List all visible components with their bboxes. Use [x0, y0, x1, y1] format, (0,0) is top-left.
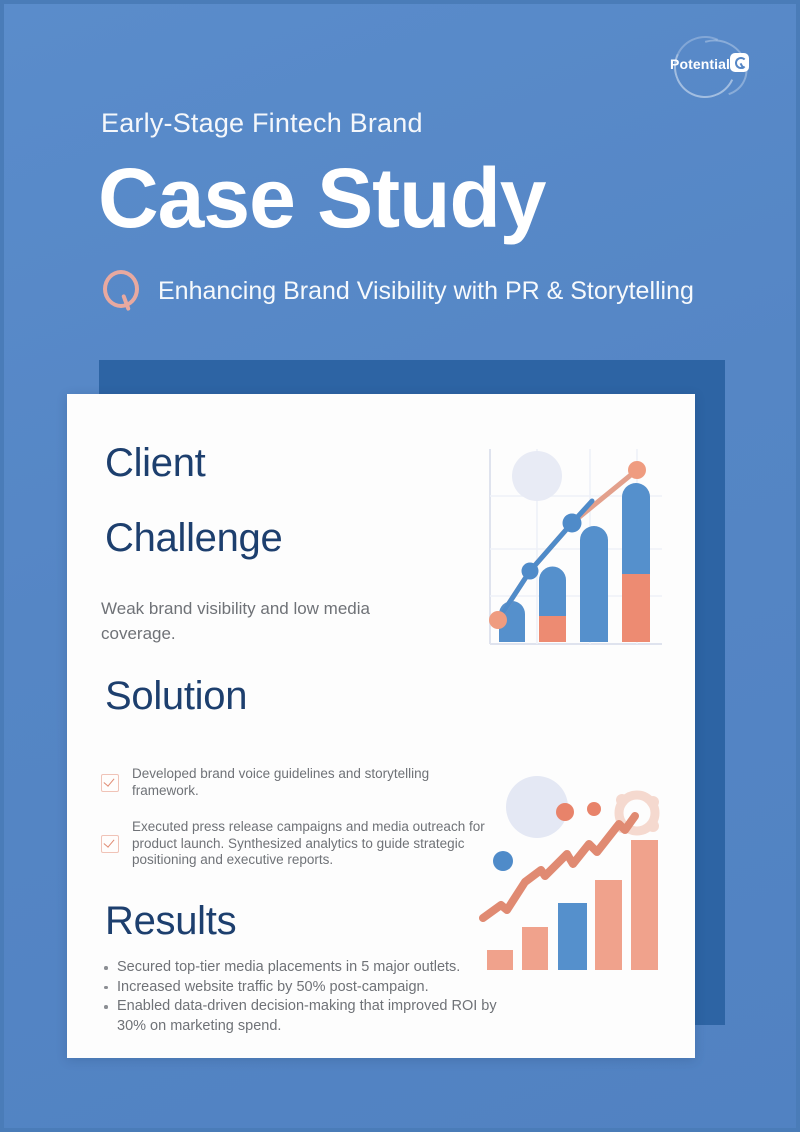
results-list: Secured top-tier media placements in 5 m…	[103, 958, 503, 1036]
solution-item-text: Developed brand voice guidelines and sto…	[132, 766, 430, 798]
logo-text: Potential	[670, 56, 731, 72]
line-marker	[521, 562, 539, 580]
growth-bar-chart-illustration	[489, 449, 662, 645]
results-heading: Results	[105, 899, 237, 943]
brand-logo: Potential	[665, 27, 764, 107]
decorative-dot	[556, 803, 574, 821]
upward-trend-chart-illustration	[479, 776, 660, 970]
checkbox-checked-icon[interactable]	[101, 834, 119, 853]
line-marker	[489, 611, 507, 629]
solution-heading: Solution	[105, 674, 248, 718]
solution-checklist: Developed brand voice guidelines and sto…	[101, 766, 491, 889]
line-marker	[562, 513, 582, 533]
content-card: Client Challenge Weak brand visibility a…	[67, 394, 695, 1058]
magnifying-glass-icon	[100, 268, 140, 314]
line-marker	[628, 461, 646, 479]
chart-bars	[487, 840, 658, 970]
checkbox-checked-icon[interactable]	[101, 773, 119, 792]
client-heading: Client	[105, 441, 206, 485]
list-item: Developed brand voice guidelines and sto…	[101, 766, 491, 799]
list-item: Increased website traffic by 50% post-ca…	[103, 978, 503, 998]
solution-item-text: Executed press release campaigns and med…	[132, 819, 485, 867]
list-item: Enabled data-driven decision-making that…	[103, 997, 503, 1036]
page-title: Case Study	[98, 151, 546, 245]
subtitle-row: Enhancing Brand Visibility with PR & Sto…	[100, 268, 694, 314]
decorative-dot	[493, 851, 513, 871]
chart-zigzag-trendline	[479, 812, 639, 922]
challenge-heading: Challenge	[105, 516, 283, 560]
list-item: Executed press release campaigns and med…	[101, 819, 491, 869]
chart-trend-line	[489, 461, 646, 629]
list-item: Secured top-tier media placements in 5 m…	[103, 958, 503, 978]
decorative-dot	[587, 802, 601, 816]
subtitle-text: Enhancing Brand Visibility with PR & Sto…	[158, 276, 694, 305]
decorative-circle	[506, 776, 568, 838]
logo-mark-icon	[730, 53, 749, 72]
decorative-circle	[512, 451, 562, 501]
eyebrow-text: Early-Stage Fintech Brand	[101, 108, 423, 138]
chart-bars	[499, 483, 650, 642]
challenge-body: Weak brand visibility and low media cove…	[101, 599, 370, 643]
